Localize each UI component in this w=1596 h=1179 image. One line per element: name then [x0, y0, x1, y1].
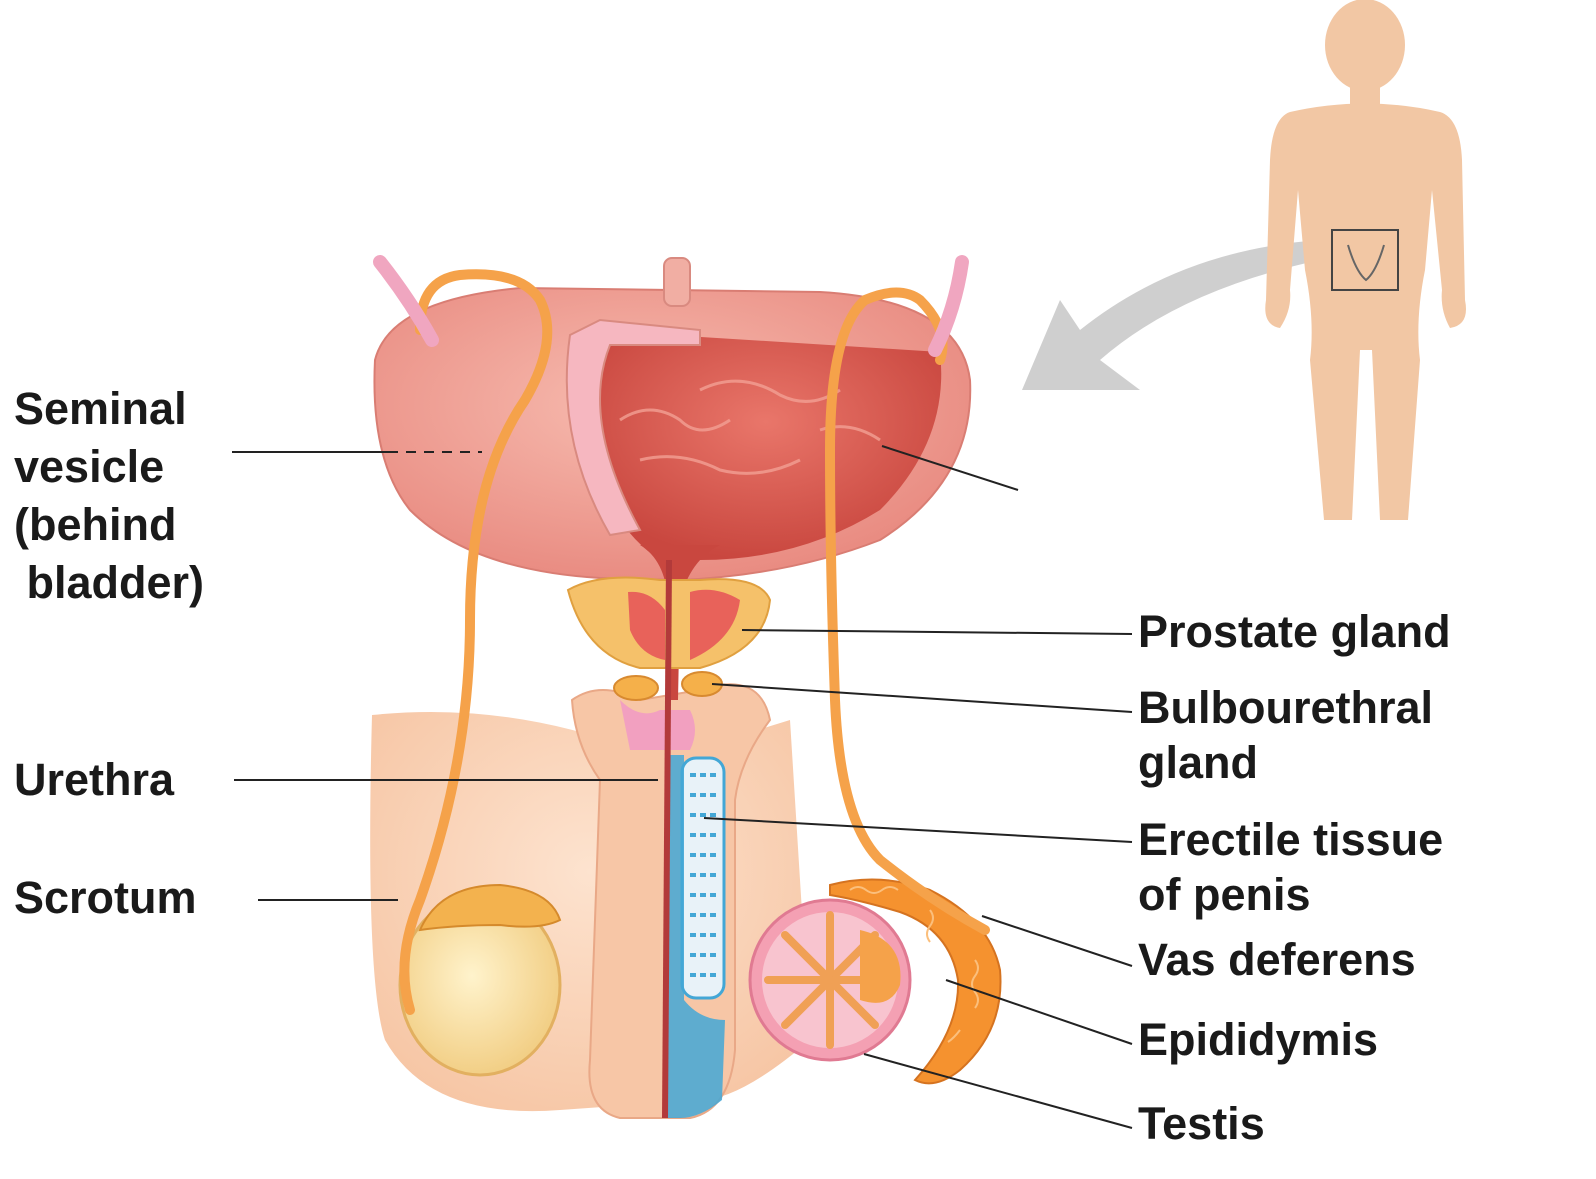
bulbourethral-gland-left	[614, 676, 658, 700]
leader-testis	[864, 1054, 1132, 1128]
label-epididymis: Epididymis	[1138, 1012, 1378, 1067]
label-scrotum: Scrotum	[14, 870, 197, 925]
label-seminal-vesicle: Seminal vesicle (behind bladder)	[14, 380, 204, 612]
ureter-stub	[664, 258, 690, 306]
label-bulbourethral-gland: Bulbourethral gland	[1138, 680, 1433, 790]
label-testis: Testis	[1138, 1096, 1265, 1151]
leader-prostate	[742, 630, 1132, 634]
label-urethra: Urethra	[14, 752, 174, 807]
label-erectile-tissue: Erectile tissue of penis	[1138, 812, 1443, 922]
leader-vas	[982, 916, 1132, 966]
label-prostate-gland: Prostate gland	[1138, 604, 1451, 659]
leader-bulbo	[712, 684, 1132, 712]
ureter-right	[935, 262, 962, 350]
label-vas-deferens: Vas deferens	[1138, 932, 1416, 987]
